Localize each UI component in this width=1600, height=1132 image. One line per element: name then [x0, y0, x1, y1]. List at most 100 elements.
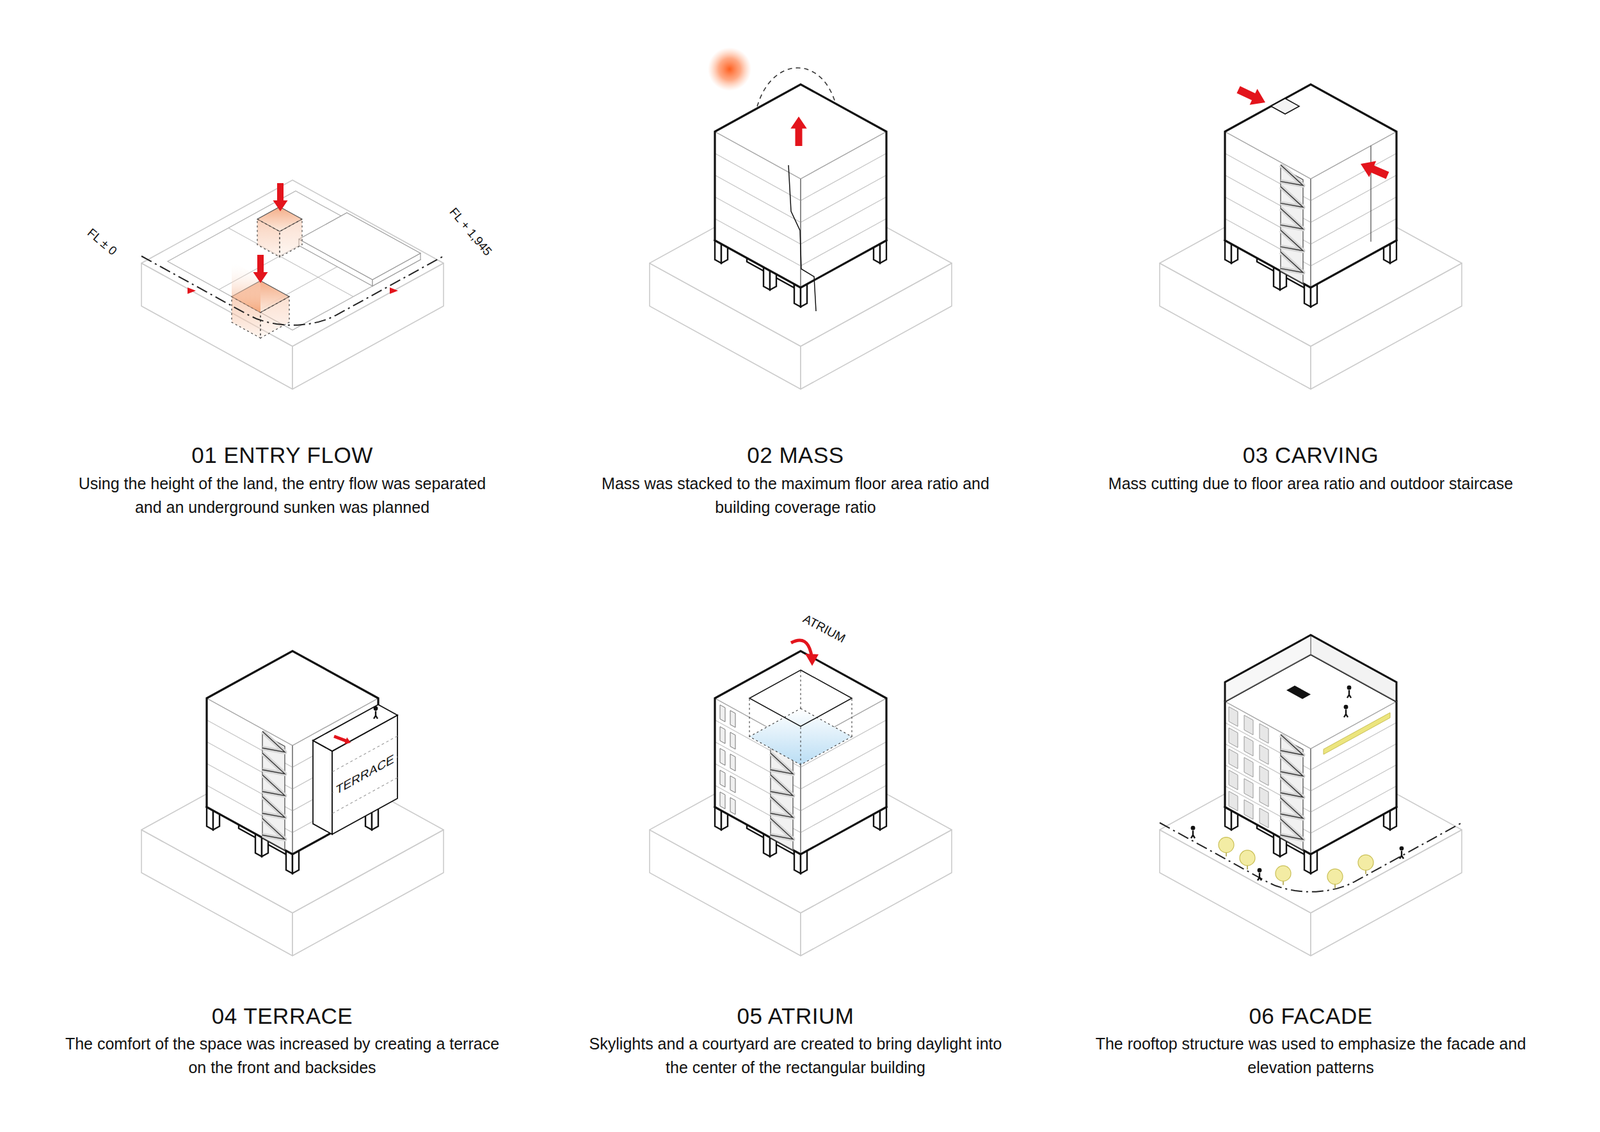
panel-description: Skylights and a courtyard are created to…	[577, 1031, 1014, 1080]
facade-window	[1228, 769, 1238, 790]
person-figure	[1257, 872, 1262, 880]
stair-flight	[1280, 208, 1304, 229]
stair-flight	[1280, 818, 1304, 840]
stair-flight	[262, 774, 285, 795]
rooftop-frame	[1224, 634, 1397, 702]
panel-description: The rooftop structure was used to emphas…	[1093, 1031, 1529, 1080]
stair-flight	[1280, 186, 1304, 207]
window-slot	[730, 732, 736, 749]
stair-flight	[1280, 797, 1304, 818]
person-figure	[1191, 825, 1196, 831]
building-edge	[1310, 178, 1311, 288]
stair-flight	[262, 817, 285, 839]
facade-window	[1244, 714, 1254, 735]
person-figure	[1344, 704, 1349, 710]
red-arrow	[273, 183, 288, 212]
stair-flight	[1280, 776, 1304, 797]
red-arrow	[253, 254, 269, 283]
facade-window	[1244, 757, 1254, 777]
atrium-edge	[800, 726, 801, 765]
stair-flight	[262, 730, 285, 752]
terrace-frame	[312, 704, 398, 752]
red-arrow	[791, 640, 812, 656]
carved-notch	[1271, 98, 1300, 114]
facade-window	[1244, 799, 1254, 820]
red-arrow	[805, 653, 819, 666]
person-figure	[1399, 846, 1405, 851]
sunken-area	[257, 218, 280, 257]
stair-flight	[1280, 229, 1304, 251]
facade-window	[1259, 765, 1269, 786]
person-figure	[1344, 709, 1348, 717]
panel-title: 04 TERRACE	[39, 1002, 526, 1030]
setback-line	[1370, 145, 1371, 242]
tree-canopy	[1327, 868, 1343, 884]
window-slot	[720, 726, 726, 744]
building-edge	[1310, 748, 1311, 854]
building-outline	[1224, 84, 1397, 288]
facade-window	[1228, 727, 1238, 748]
stair-flight	[770, 817, 793, 839]
window-slot	[730, 797, 736, 815]
window-slot	[720, 769, 726, 787]
facade-window	[1244, 736, 1254, 756]
stair-flight	[262, 817, 285, 839]
facade-window	[1259, 744, 1269, 765]
stair-flight	[770, 796, 793, 817]
stair-flight	[770, 774, 793, 795]
stair-flight	[262, 752, 285, 774]
person-figure	[1347, 689, 1352, 698]
window-slot	[730, 753, 736, 771]
stair-flight	[1280, 797, 1304, 818]
panel-title: 01 ENTRY FLOW	[39, 441, 526, 469]
atrium-edge	[748, 698, 750, 737]
stair-flight	[262, 752, 285, 774]
person-figure	[1191, 830, 1195, 838]
tree-canopy	[1239, 849, 1256, 866]
site-plinth	[141, 179, 444, 347]
stair-flight	[770, 817, 793, 839]
atrium-edge	[800, 670, 801, 709]
stair-flight	[1280, 755, 1304, 776]
stair-flight	[1280, 251, 1304, 272]
stair-flight	[262, 730, 285, 752]
facade-window	[1228, 706, 1238, 727]
window-slot	[720, 791, 726, 809]
stair-flight	[1280, 734, 1304, 755]
stair-flight	[770, 796, 793, 817]
building-outline	[714, 650, 887, 854]
red-marker	[389, 287, 399, 294]
facade-window	[1259, 786, 1269, 807]
window-slot	[720, 704, 726, 722]
planter-strip	[1323, 712, 1391, 754]
section-line	[788, 165, 816, 312]
level-label: FL + 1,945	[444, 202, 497, 261]
stair-flight	[1280, 251, 1304, 272]
raised-level	[298, 212, 421, 280]
stair-flight	[1280, 818, 1304, 840]
red-arrow	[333, 734, 351, 745]
facade-window	[1259, 807, 1269, 828]
panel-title: 05 ATRIUM	[552, 1002, 1039, 1030]
panel-title: 06 FACADE	[1067, 1002, 1554, 1030]
plan-outline	[167, 190, 421, 330]
building-edge	[291, 744, 293, 854]
stair-flight	[1280, 164, 1304, 185]
stair-flight	[262, 796, 285, 817]
site-boundary	[141, 256, 444, 326]
level-label: FL ± 0	[82, 223, 123, 261]
stair-flight	[262, 774, 285, 795]
window-slot	[730, 775, 736, 793]
rooftop-wall	[1224, 634, 1311, 702]
red-marker	[187, 287, 196, 294]
person-figure	[373, 705, 379, 711]
red-arrow	[1360, 160, 1389, 179]
facade-window	[1228, 791, 1238, 811]
red-arrow	[790, 116, 807, 146]
stair-flight	[1280, 229, 1304, 251]
red-arrow	[1236, 86, 1266, 105]
panel-description: Mass cutting due to floor area ratio and…	[1093, 471, 1529, 496]
facade-window	[1244, 778, 1254, 799]
facade-window	[1228, 748, 1238, 769]
stair-flight	[1280, 776, 1304, 797]
